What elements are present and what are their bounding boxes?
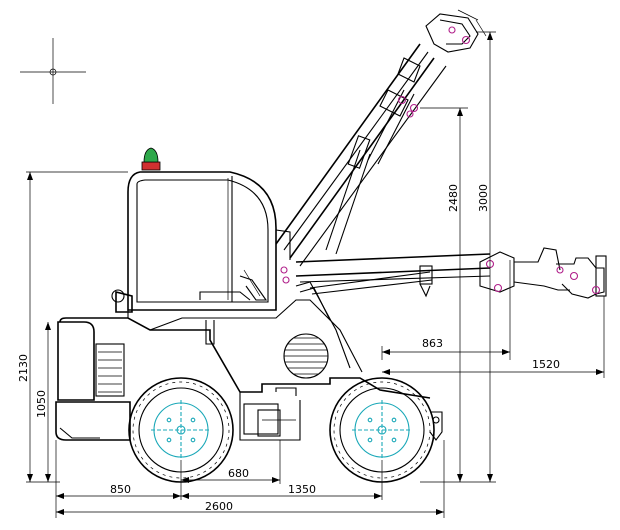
front-blade [429,411,443,441]
crosshair-symbol [20,38,86,104]
dim-axle-offset: 680 [228,467,249,480]
beacon-light [141,147,161,171]
dim-max-height: 3000 [477,184,490,212]
front-wheel [329,377,435,483]
dim-boom-reach-max: 1520 [532,358,560,371]
dim-boom-reach-low: 863 [422,337,443,350]
dim-overall-height: 2130 [17,354,30,382]
dim-lift-height: 2480 [447,184,460,212]
boom-raised [275,9,487,267]
machine-body [55,171,431,441]
dim-wheelbase: 1350 [288,483,316,496]
dimension-lines [26,31,605,518]
dim-axle-height: 1050 [35,390,48,418]
dim-overall-length: 2600 [205,500,233,513]
raised-boom-joints [280,26,471,274]
fan-grille-lines [284,337,328,375]
boom-lowered [295,247,607,299]
dim-rear-to-axle: 850 [110,483,131,496]
